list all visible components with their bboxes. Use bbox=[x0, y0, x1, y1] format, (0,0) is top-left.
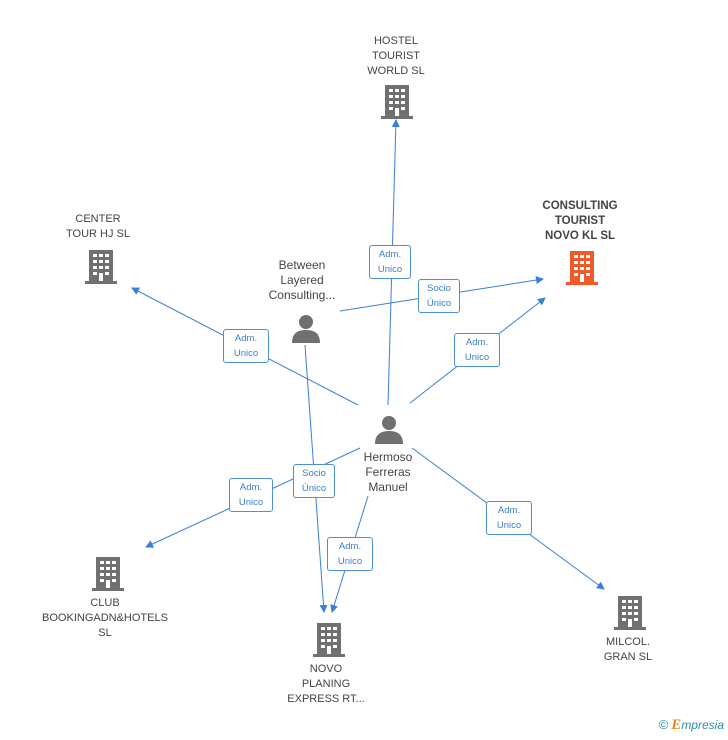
empresia-logo: ©Empresia bbox=[659, 717, 724, 734]
building-icon[interactable] bbox=[313, 622, 345, 658]
edge-label-between-consulting: Socio Único bbox=[418, 279, 460, 313]
building-icon[interactable] bbox=[614, 595, 646, 631]
brand-name: mpresia bbox=[681, 718, 724, 732]
node-label-center: CENTER TOUR HJ SL bbox=[66, 213, 130, 240]
edge-label-hermoso-consulting: Adm. Unico bbox=[454, 333, 500, 367]
brand-initial: E bbox=[671, 717, 682, 733]
node-label-milcol: MILCOL. GRAN SL bbox=[603, 636, 653, 663]
edge-label-hermoso-hostel: Adm. Unico bbox=[369, 245, 411, 279]
node-label-club: CLUB BOOKINGADN&HOTELS SL bbox=[42, 597, 168, 639]
node-label-consulting: CONSULTING TOURIST NOVO KL SL bbox=[542, 200, 618, 242]
edge-label-hermoso-club: Adm. Unico bbox=[229, 478, 273, 512]
building-icon[interactable] bbox=[92, 556, 124, 592]
node-label-hermoso: Hermoso Ferreras Manuel bbox=[363, 450, 413, 494]
edge-label-hermoso-milcol: Adm. Unico bbox=[486, 501, 532, 535]
node-label-between: Between Layered Consulting... bbox=[268, 258, 336, 302]
building-icon[interactable] bbox=[381, 84, 413, 120]
building-icon[interactable] bbox=[566, 250, 598, 286]
person-icon[interactable] bbox=[374, 414, 404, 444]
building-icon[interactable] bbox=[85, 249, 117, 285]
edge-label-hermoso-novo: Adm. Unico bbox=[327, 537, 373, 571]
copyright-symbol: © bbox=[658, 717, 669, 732]
node-label-hostel: HOSTEL TOURIST WORLD SL bbox=[367, 35, 425, 77]
node-label-novo: NOVO PLANING EXPRESS RT... bbox=[287, 663, 365, 705]
edge-label-hermoso-center: Adm. Unico bbox=[223, 329, 269, 363]
person-icon[interactable] bbox=[291, 313, 321, 343]
edge-label-between-novo: Socio Único bbox=[293, 464, 335, 498]
